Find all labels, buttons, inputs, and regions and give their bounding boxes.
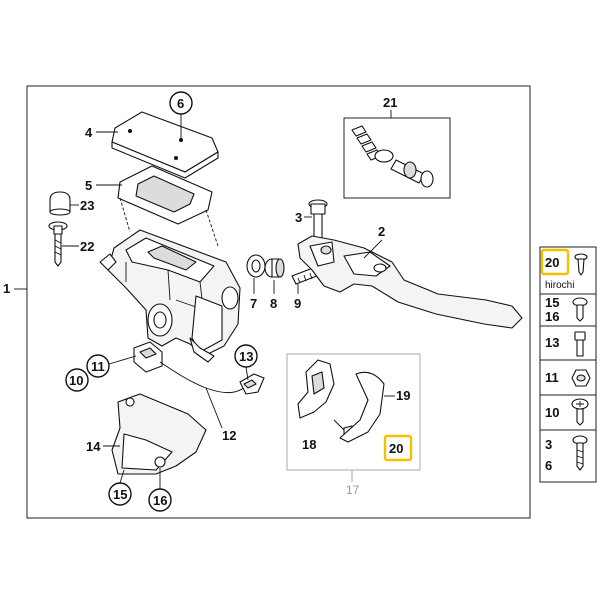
callout-19: 19 (396, 388, 410, 403)
callout-circle-11 (86, 354, 110, 378)
callout-9: 9 (294, 296, 301, 311)
callout-20: 20 (389, 441, 403, 456)
hex-nut-icon (571, 369, 591, 387)
side-row-11: 11 (545, 370, 559, 385)
brake-light-switch (133, 341, 163, 373)
small-screw-icon (574, 253, 588, 276)
long-screw-icon (572, 435, 588, 471)
side-highlight-box-20[interactable] (540, 248, 570, 276)
clamp-screw (48, 221, 68, 267)
callout-3: 3 (295, 210, 302, 225)
rubber-cap (49, 191, 71, 216)
side-row-15: 15 (545, 295, 559, 310)
piston-spring (351, 125, 394, 163)
highlight-box-20[interactable] (383, 434, 413, 462)
bushing (264, 258, 285, 278)
callout-12: 12 (222, 428, 236, 443)
main-assembly-frame (26, 85, 531, 519)
callout-10: 10 (69, 373, 83, 388)
brake-lever (297, 235, 523, 329)
holder-kit-frame (286, 353, 421, 471)
callout-4: 4 (85, 125, 93, 140)
pan-head-screw-icon (572, 297, 588, 322)
side-row-3: 3 (545, 437, 552, 452)
side-row-20: 20 (545, 255, 559, 270)
callout-5: 5 (85, 178, 92, 193)
callout-8: 8 (270, 296, 277, 311)
master-cylinder-body (99, 229, 241, 363)
side-row-6: 6 (545, 458, 552, 473)
piston-assembly (390, 159, 434, 188)
callout-13: 13 (239, 349, 253, 364)
callout-21: 21 (383, 95, 397, 110)
callout-18: 18 (302, 437, 316, 452)
callout-7: 7 (250, 296, 257, 311)
side-row-16: 16 (545, 309, 559, 324)
pivot-bolt (308, 199, 328, 241)
callout-circle-10 (65, 368, 89, 392)
socket-bolt-icon (574, 331, 586, 357)
lower-cover (111, 393, 207, 475)
side-row-10: 10 (545, 405, 559, 420)
callout-6: 6 (177, 96, 184, 111)
mirror-clamp (339, 371, 385, 443)
side-row-13: 13 (545, 335, 559, 350)
callout-14: 14 (86, 439, 101, 454)
callout-16: 16 (153, 493, 167, 508)
cross-head-screw-icon (571, 398, 589, 426)
fastener-side-panel: 20 hirochi 15 16 13 11 10 3 6 (539, 246, 597, 483)
callout-1: 1 (3, 281, 10, 296)
repair-kit-frame (343, 117, 451, 199)
reservoir-diaphragm (117, 165, 213, 225)
seal-ring (246, 254, 266, 278)
watermark: hirochi (545, 280, 574, 291)
holder-bracket (297, 359, 335, 419)
callout-17: 17 (346, 483, 360, 497)
switch-cable (159, 361, 247, 394)
cable-connector (239, 373, 265, 395)
callout-23: 23 (80, 198, 94, 213)
callout-2: 2 (378, 224, 385, 239)
callout-11: 11 (91, 359, 105, 374)
callout-15: 15 (113, 487, 127, 502)
callout-22: 22 (80, 239, 94, 254)
reservoir-cover (111, 111, 219, 179)
